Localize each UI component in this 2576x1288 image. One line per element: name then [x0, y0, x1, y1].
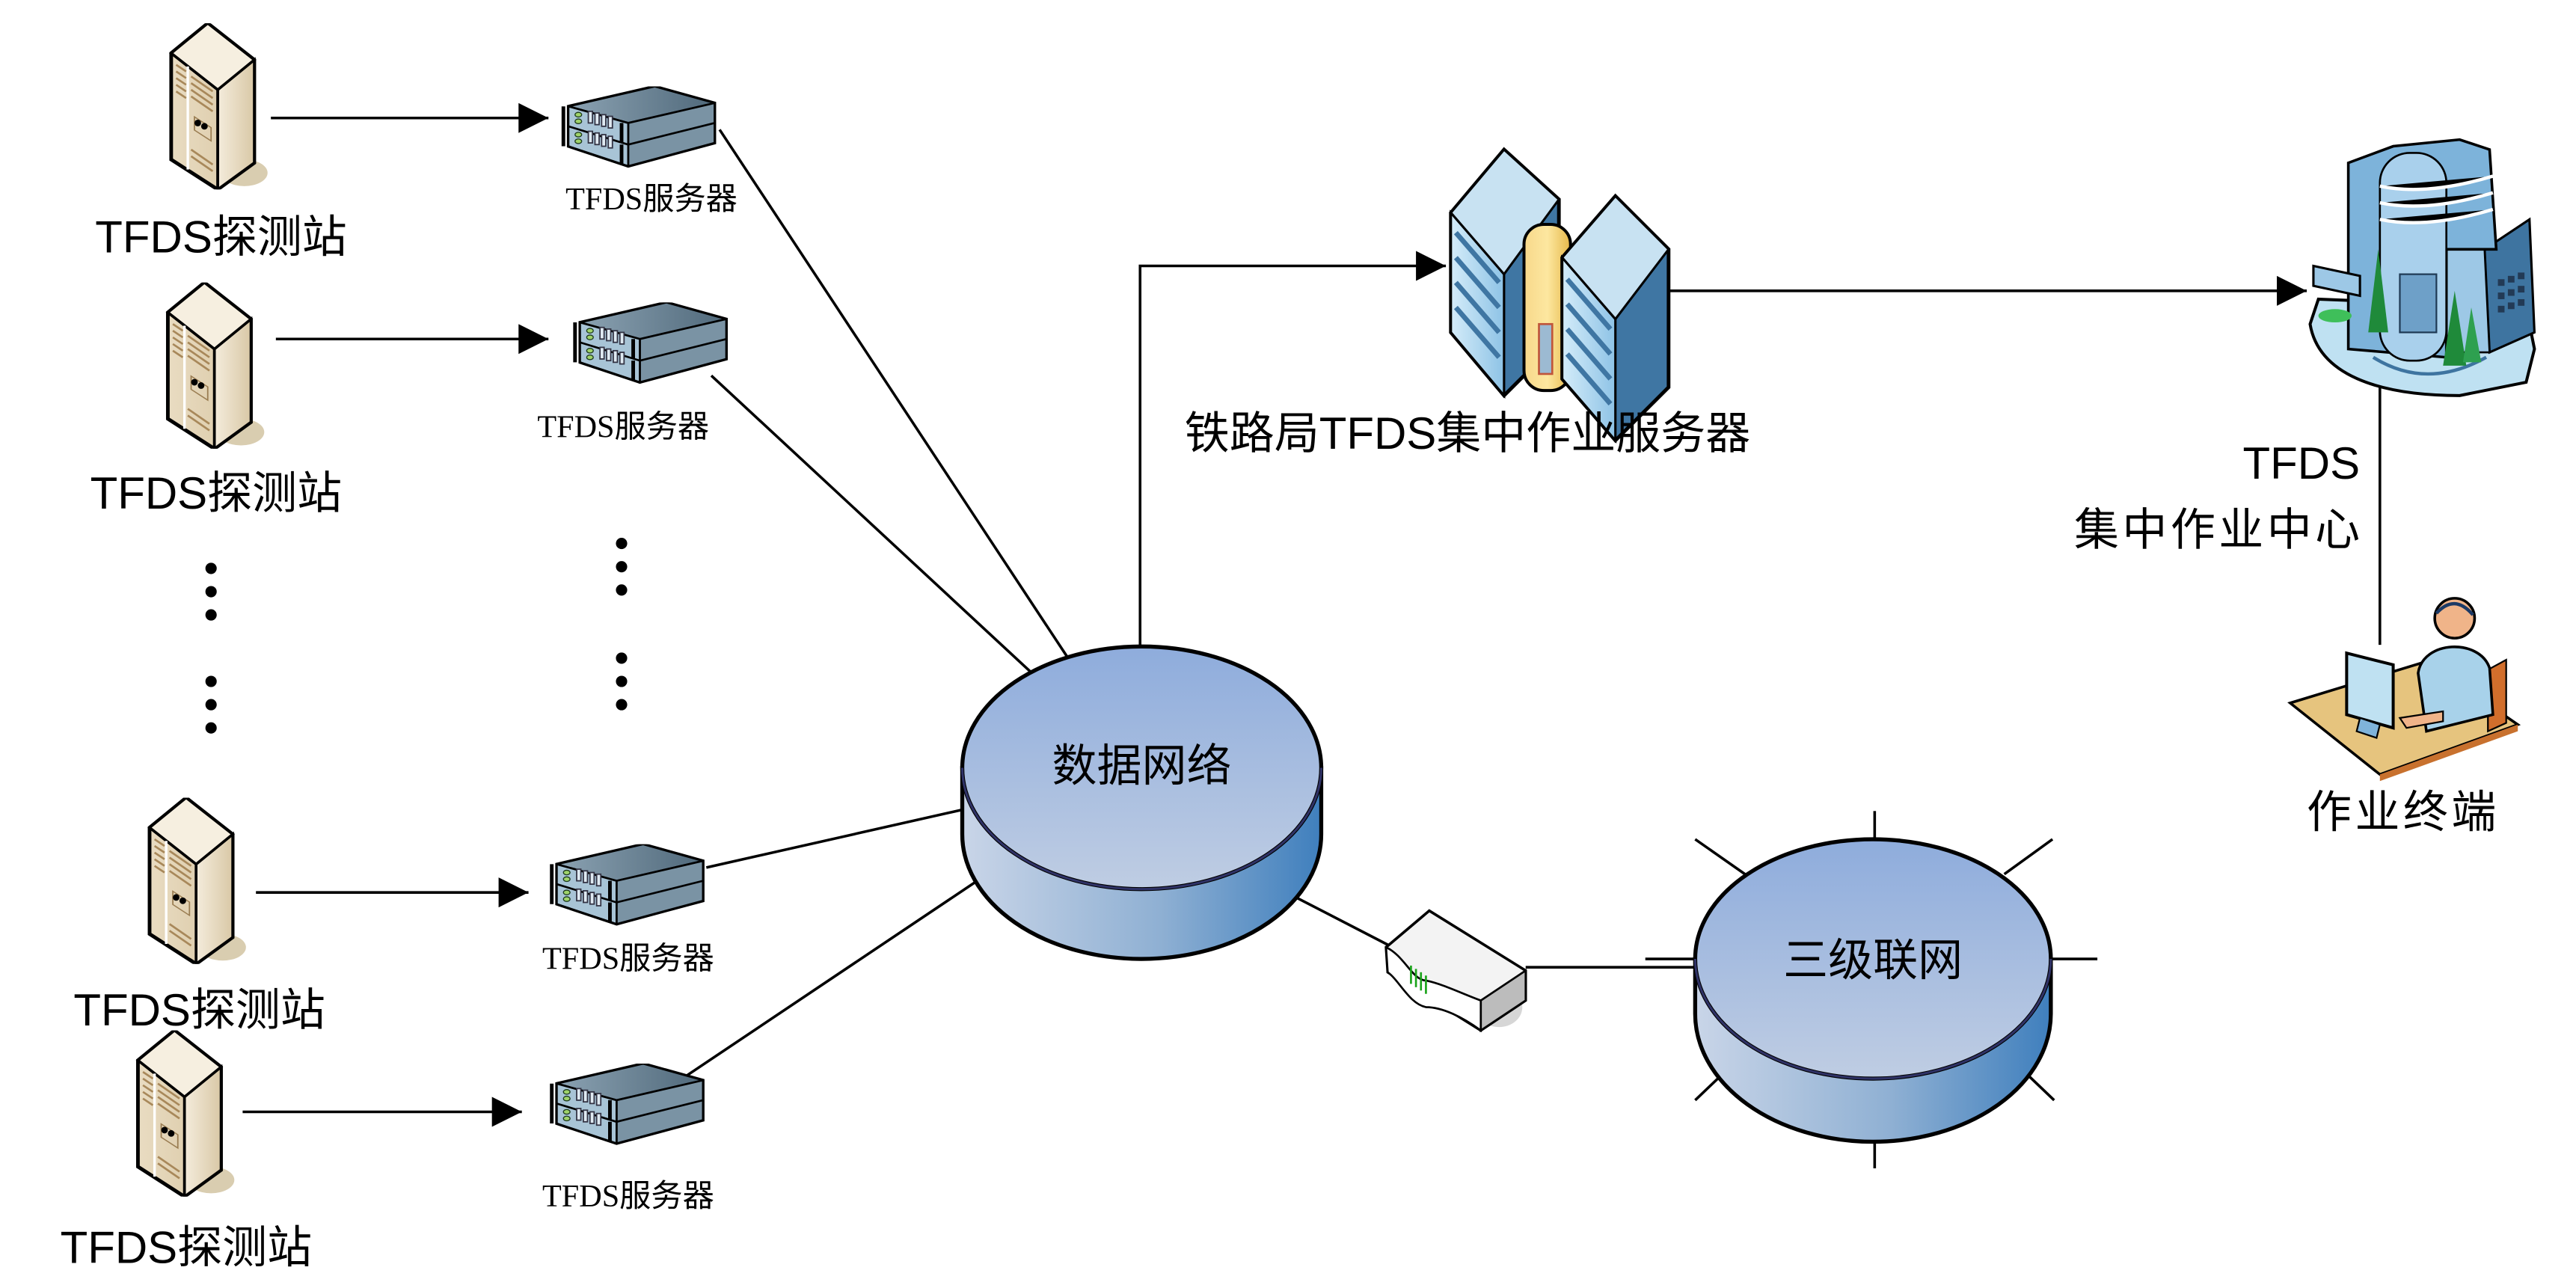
server-building-icon: [1449, 147, 1671, 444]
data-network-label: 数据网络: [1052, 741, 1231, 791]
station-tower-icon: [138, 1031, 234, 1197]
station-label: TFDS探测站: [61, 1223, 313, 1273]
edge-server4-datanet: [684, 880, 978, 1079]
office-building-icon: [2308, 138, 2536, 397]
station-tower-icon: [171, 23, 268, 189]
server-ellipsis: [616, 538, 628, 711]
station-1[interactable]: TFDS探测站: [95, 23, 347, 263]
edge-server1-datanet: [718, 129, 1068, 657]
central-server[interactable]: 铁路局TFDS集中作业服务器: [1185, 147, 1750, 459]
server-2[interactable]: TFDS服务器: [537, 302, 726, 444]
station-label: TFDS探测站: [73, 985, 325, 1035]
operation-center-subtitle: 集中作业中心: [2074, 506, 2364, 555]
data-network[interactable]: 数据网络: [960, 644, 1324, 961]
server-label: TFDS服务器: [537, 409, 709, 444]
central-server-label: 铁路局TFDS集中作业服务器: [1185, 408, 1750, 459]
terminal-label: 作业终端: [2307, 788, 2500, 838]
server-4[interactable]: TFDS服务器: [542, 1064, 714, 1214]
server-3[interactable]: TFDS服务器: [542, 844, 714, 977]
tier3-network-label: 三级联网: [1783, 936, 1963, 985]
router[interactable]: [1384, 909, 1527, 1033]
server-label: TFDS服务器: [542, 1179, 714, 1214]
server-label: TFDS服务器: [542, 941, 714, 976]
operator-workstation-icon: [2287, 597, 2521, 782]
rack-server-icon: [552, 844, 703, 924]
station-4[interactable]: TFDS探测站: [61, 1031, 313, 1273]
rack-server-icon: [552, 1064, 703, 1144]
station-3[interactable]: TFDS探测站: [73, 798, 325, 1035]
station-2[interactable]: TFDS探测站: [91, 283, 343, 518]
edge-datanet-router: [1289, 892, 1393, 949]
station-label: TFDS探测站: [91, 468, 343, 518]
operation-center-title: TFDS: [2243, 438, 2361, 488]
station-label: TFDS探测站: [95, 212, 347, 263]
server-1[interactable]: TFDS服务器: [563, 87, 737, 217]
rack-server-icon: [575, 302, 726, 382]
edges: [242, 102, 2382, 1127]
edge-server3-datanet: [705, 808, 965, 869]
tier3-network[interactable]: 三级联网: [1645, 811, 2098, 1169]
operation-center[interactable]: TFDS 集中作业中心: [2074, 138, 2536, 555]
station-tower-icon: [168, 283, 264, 449]
terminal[interactable]: 作业终端: [2287, 597, 2521, 838]
edge-datanet-central-server: [1138, 251, 1447, 648]
rack-server-icon: [563, 87, 714, 167]
edge-server2-datanet: [710, 374, 1035, 676]
station-tower-icon: [150, 798, 246, 964]
server-label: TFDS服务器: [565, 182, 737, 217]
station-ellipsis: [205, 562, 217, 734]
